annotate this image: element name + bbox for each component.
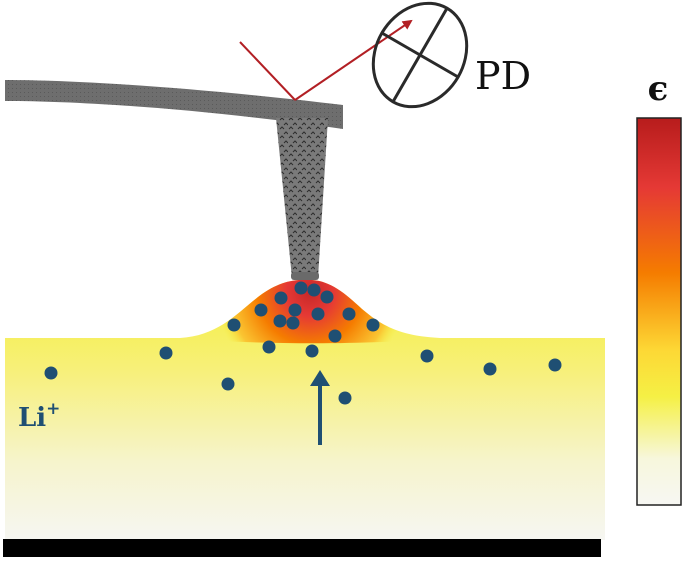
substrate-bar [3,539,601,557]
photodetector [371,1,469,109]
colorbar [636,117,682,506]
laser-reflected [294,19,413,101]
lithium-ion [286,316,300,330]
cantilever [5,80,343,129]
afm-tip [276,118,328,278]
lithium-ion [262,340,276,354]
lithium-ion [227,318,241,332]
lithium-ion [159,346,173,360]
sample-layer [5,279,605,540]
lithium-ion [483,362,497,376]
tip-apex [291,272,319,280]
photodetector-label: PD [475,54,531,98]
lithium-ion [338,391,352,405]
lithium-ion [548,358,562,372]
lithium-ion [288,303,302,317]
lithium-ion [311,307,325,321]
lithium-ion [342,307,356,321]
lithium-ion [305,344,319,358]
ion-label: Li+ [18,399,60,433]
lithium-ion [273,314,287,328]
ion-group [44,281,562,405]
lithium-ion [294,281,308,295]
lithium-ion [221,377,235,391]
lithium-ion [274,291,288,305]
lithium-ion [366,318,380,332]
lithium-ion [307,283,321,297]
lithium-ion [254,303,268,317]
lithium-ion [44,366,58,380]
colorbar-symbol: ϵ [648,69,669,109]
lithium-ion [420,349,434,363]
ion-migration-arrowhead [310,370,330,386]
lithium-ion [328,329,342,343]
lithium-ion [320,290,334,304]
laser-incident [239,41,296,101]
